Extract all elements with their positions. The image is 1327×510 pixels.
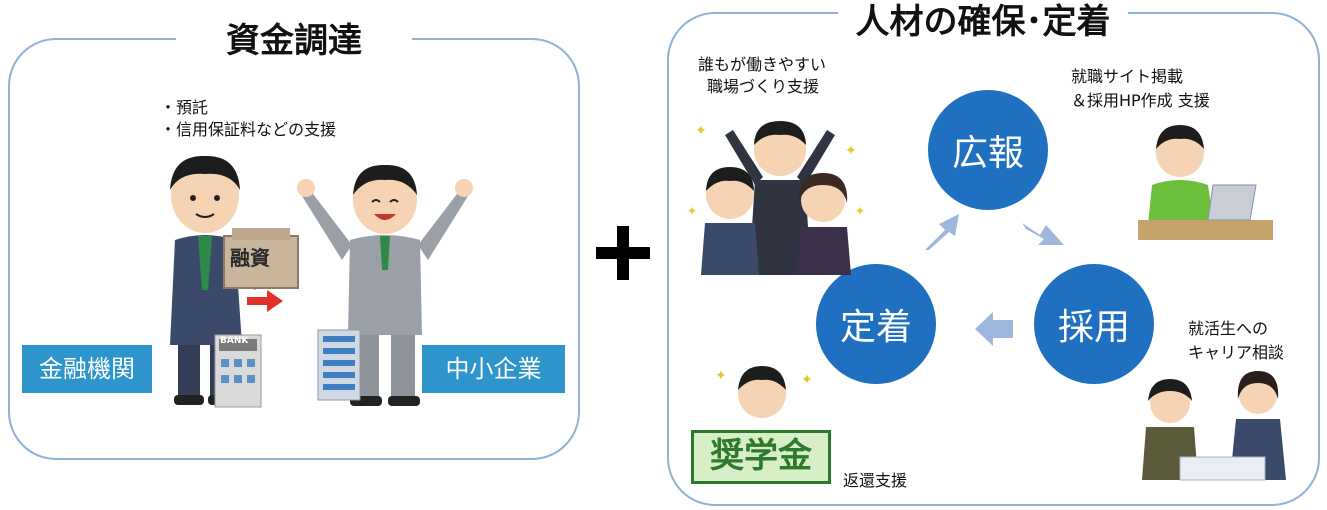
bank-building-icon bbox=[214, 334, 262, 408]
funding-note-guarantee: ・信用保証料などの支援 bbox=[160, 120, 337, 139]
sme-worker-illustration bbox=[297, 164, 473, 406]
jobsite-support-note-2: ＆採用HP作成 支援 bbox=[1071, 91, 1210, 110]
svg-text:✦: ✦ bbox=[687, 204, 697, 218]
scholarship-sign bbox=[691, 430, 831, 484]
svg-text:✦: ✦ bbox=[855, 204, 865, 218]
cycle-pr-circle: 広報 bbox=[928, 90, 1048, 210]
loan-box bbox=[223, 228, 299, 289]
cycle-hiring-circle: 採用 bbox=[1034, 264, 1154, 384]
office-building-icon bbox=[317, 329, 361, 401]
cycle-arrow-pr-to-hiring bbox=[1022, 223, 1064, 245]
workplace-support-note-1: 誰もが働きやすい bbox=[698, 55, 827, 74]
funding-note-deposit: ・預託 bbox=[160, 98, 209, 117]
career-consult-note-2: キャリア相談 bbox=[1188, 343, 1285, 362]
cycle-retention-circle: 定着 bbox=[816, 264, 936, 384]
svg-text:✦: ✦ bbox=[695, 123, 707, 139]
cheering-team-illustration: ✦ ✦ ✦ ✦ bbox=[687, 121, 865, 275]
cycle-arrow-hiring-to-retention bbox=[975, 312, 1013, 346]
scholarship-person-illustration: ✦ ✦ bbox=[715, 366, 813, 418]
cycle-arrow-retention-to-pr bbox=[925, 214, 959, 250]
scholarship-sign-text: 奨学金 bbox=[710, 436, 812, 476]
svg-text:✦: ✦ bbox=[715, 368, 727, 384]
career-consultation-illustration bbox=[1142, 371, 1286, 481]
svg-text:✦: ✦ bbox=[801, 372, 813, 388]
hr-title: 人材の確保･定着 bbox=[838, 0, 1128, 44]
scholarship-repayment-note: 返還支援 bbox=[843, 471, 908, 490]
jobsite-support-note-1: 就職サイト掲載 bbox=[1071, 67, 1184, 86]
laptop-user-illustration bbox=[1138, 125, 1273, 240]
sme-label: 中小企業 bbox=[422, 345, 565, 393]
funding-title: 資金調達 bbox=[176, 18, 412, 64]
transfer-arrow-icon bbox=[247, 290, 283, 312]
bank-label: 金融機関 bbox=[22, 345, 152, 393]
career-consult-note-1: 就活生への bbox=[1188, 319, 1269, 338]
plus-icon bbox=[596, 226, 650, 280]
loan-box-text: 融資 bbox=[230, 246, 270, 270]
workplace-support-note-2: 職場づくり支援 bbox=[707, 77, 820, 96]
bank-sign-text: BANK bbox=[220, 336, 249, 346]
svg-text:✦: ✦ bbox=[845, 143, 857, 159]
